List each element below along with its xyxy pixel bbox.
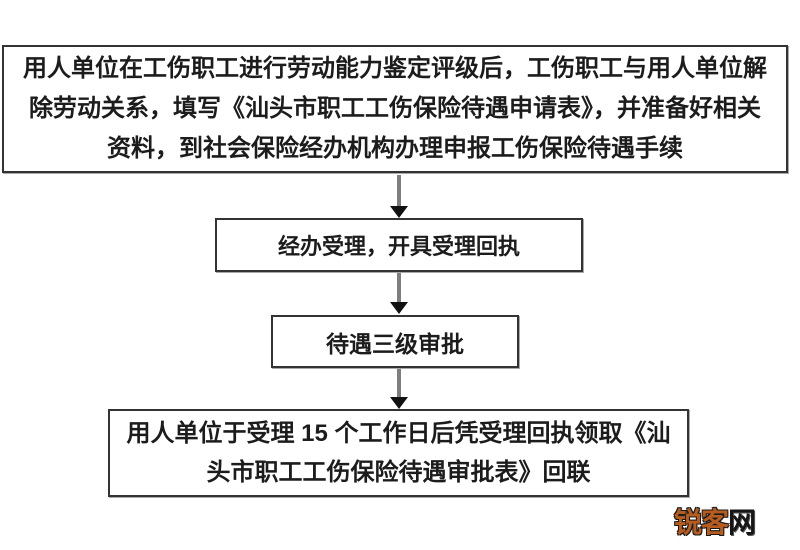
flow-step-text-line: 资料，到社会保险经办机构办理申报工伤保险待遇手续 <box>107 135 683 162</box>
arrow-shaft <box>397 175 401 206</box>
arrow-shaft <box>397 273 401 302</box>
arrow-head <box>390 397 408 409</box>
flow-step-text: 经办受理，开具受理回执 <box>277 234 520 259</box>
flow-step-text-line: 除劳动关系，填写《汕头市职工工伤保险待遇申请表》，并准备好相关 <box>29 95 761 122</box>
flow-step-declare-benefits: 用人单位在工伤职工进行劳动能力鉴定评级后，工伤职工与用人单位解 除劳动关系，填写… <box>2 45 788 173</box>
flow-arrow-down-icon <box>390 369 408 409</box>
flow-step-three-level-approval: 待遇三级审批 <box>271 315 519 368</box>
watermark-text-primary: 锐客 <box>674 507 729 538</box>
site-watermark: 锐客网 <box>674 501 756 541</box>
flow-arrow-down-icon <box>390 175 408 218</box>
arrow-head <box>390 302 408 314</box>
arrow-shaft <box>397 369 401 397</box>
flow-step-collect-approval-form: 用人单位于受理 15 个工作日后凭受理回执领取《汕 头市职工工伤保险待遇审批表》… <box>108 409 689 497</box>
flow-step-text: 待遇三级审批 <box>326 330 464 357</box>
arrow-head <box>390 206 408 218</box>
flow-step-text-line: 用人单位在工伤职工进行劳动能力鉴定评级后，工伤职工与用人单位解 <box>23 55 767 82</box>
flow-step-text-line: 用人单位于受理 15 个工作日后凭受理回执领取《汕 <box>126 420 671 447</box>
flow-step-acceptance: 经办受理，开具受理回执 <box>215 218 583 272</box>
flow-arrow-down-icon <box>390 273 408 314</box>
watermark-text-secondary: 网 <box>728 507 756 538</box>
flow-step-text-line: 头市职工工伤保险待遇审批表》回联 <box>206 459 591 486</box>
